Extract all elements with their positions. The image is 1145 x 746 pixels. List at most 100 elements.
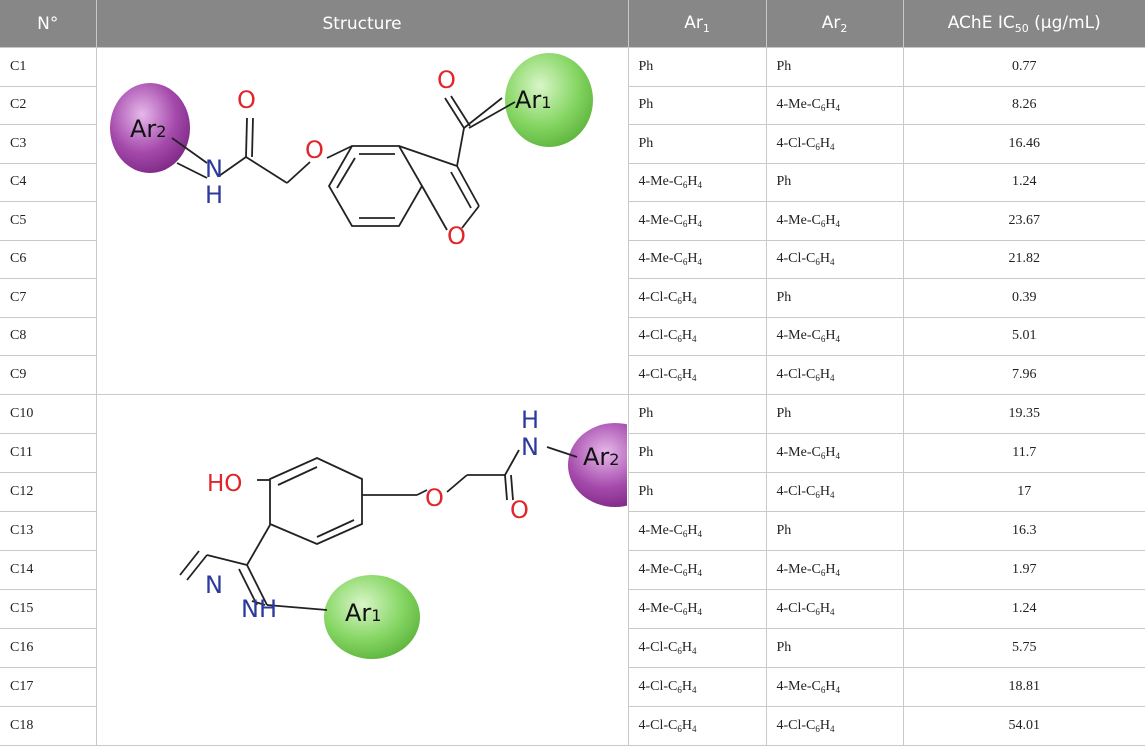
svg-text:O: O [510,496,529,524]
header-ic50: AChE IC50 (μg/mL) [903,0,1145,48]
ar1-cell: 4-Cl-C6H4 [627,705,767,746]
ic50-cell: 1.24 [902,588,1145,629]
svg-text:O: O [237,86,256,114]
ar1-cell: Ph [627,85,767,125]
ar2-cell: Ph [765,510,904,551]
ar2-cell: Ph [765,393,904,434]
ar2-cell: 4-Me-C6H4 [765,85,904,125]
ar1-cell: Ph [627,47,767,87]
ic50-cell: 7.96 [902,355,1145,395]
ar1-cell: 4-Cl-C6H4 [627,666,767,707]
compound-id: C15 [0,588,97,629]
ic50-cell: 1.24 [902,162,1145,202]
svg-text:O: O [447,222,466,250]
compound-id: C10 [0,393,97,434]
svg-text:O: O [437,66,456,94]
svg-text:N: N [521,433,539,461]
compound-id: C17 [0,666,97,707]
header-ar2: Ar2 [766,0,904,48]
ic50-cell: 21.82 [902,239,1145,279]
ic50-cell: 5.01 [902,316,1145,356]
ar2-cell: 4-Me-C6H4 [765,201,904,241]
ic50-cell: 1.97 [902,549,1145,590]
compound-id: C11 [0,432,97,473]
ic50-cell: 5.75 [902,627,1145,668]
ar1-cell: 4-Cl-C6H4 [627,627,767,668]
ar2-cell: Ph [765,47,904,87]
ic50-cell: 19.35 [902,393,1145,434]
compound-id: C3 [0,124,97,164]
ar1-cell: 4-Cl-C6H4 [627,355,767,395]
ar2-cell: 4-Me-C6H4 [765,432,904,473]
ar2-cell: Ph [765,278,904,318]
compound-id: C9 [0,355,97,395]
structure-benzofuran: Ar2 Ar1 O N H O O O [95,47,629,395]
ar1-cell: 4-Me-C6H4 [627,201,767,241]
ar2-cell: 4-Me-C6H4 [765,666,904,707]
ic50-cell: 17 [902,471,1145,512]
ic50-cell: 16.3 [902,510,1145,551]
ar1-cell: Ph [627,432,767,473]
ar1-cell: Ph [627,393,767,434]
compound-id: C18 [0,705,97,746]
header-number: N° [0,0,97,48]
ar1-cell: 4-Cl-C6H4 [627,278,767,318]
ar2-cell: Ph [765,162,904,202]
ic50-cell: 0.39 [902,278,1145,318]
ar2-cell: 4-Cl-C6H4 [765,355,904,395]
ar2-cell: Ph [765,627,904,668]
ic50-cell: 23.67 [902,201,1145,241]
ar1-cell: 4-Me-C6H4 [627,239,767,279]
header-structure: Structure [96,0,629,48]
ar1-cell: Ph [627,124,767,164]
benzofuran-structure-diagram: Ar2 Ar1 O N H O O O [109,53,593,250]
ar2-cell: 4-Me-C6H4 [765,316,904,356]
compound-id: C12 [0,471,97,512]
compound-id: C14 [0,549,97,590]
ar2-cell: 4-Me-C6H4 [765,549,904,590]
ar1-cell: 4-Me-C6H4 [627,510,767,551]
svg-text:H: H [205,181,223,209]
svg-text:H: H [521,406,539,434]
svg-text:O: O [305,136,324,164]
ic50-cell: 8.26 [902,85,1145,125]
header-ar1: Ar1 [628,0,767,48]
svg-text:N: N [205,571,223,599]
ar2-cell: 4-Cl-C6H4 [765,705,904,746]
compound-id: C2 [0,85,97,125]
ar1-cell: 4-Me-C6H4 [627,162,767,202]
ar1-cell: Ph [627,471,767,512]
ar1-cell: 4-Me-C6H4 [627,549,767,590]
ic50-cell: 16.46 [902,124,1145,164]
compound-id: C5 [0,201,97,241]
ic50-cell: 18.81 [902,666,1145,707]
ic50-cell: 0.77 [902,47,1145,87]
ar2-cell: 4-Cl-C6H4 [765,124,904,164]
compound-id: C16 [0,627,97,668]
ic50-cell: 11.7 [902,432,1145,473]
ar1-cell: 4-Cl-C6H4 [627,316,767,356]
compound-id: C7 [0,278,97,318]
compound-id: C1 [0,47,97,87]
compound-id: C13 [0,510,97,551]
pyrazole-structure-diagram: HO O O N H N NH Ar2 Ar1 [178,406,662,659]
ar2-cell: 4-Cl-C6H4 [765,471,904,512]
svg-text:NH: NH [241,595,277,623]
compound-id: C6 [0,239,97,279]
svg-text:N: N [205,155,223,183]
header-row: N° Structure Ar1 Ar2 AChE IC50 (μg/mL) [0,0,1145,48]
structure-pyrazole: HO O O N H N NH Ar2 Ar1 [95,393,662,746]
